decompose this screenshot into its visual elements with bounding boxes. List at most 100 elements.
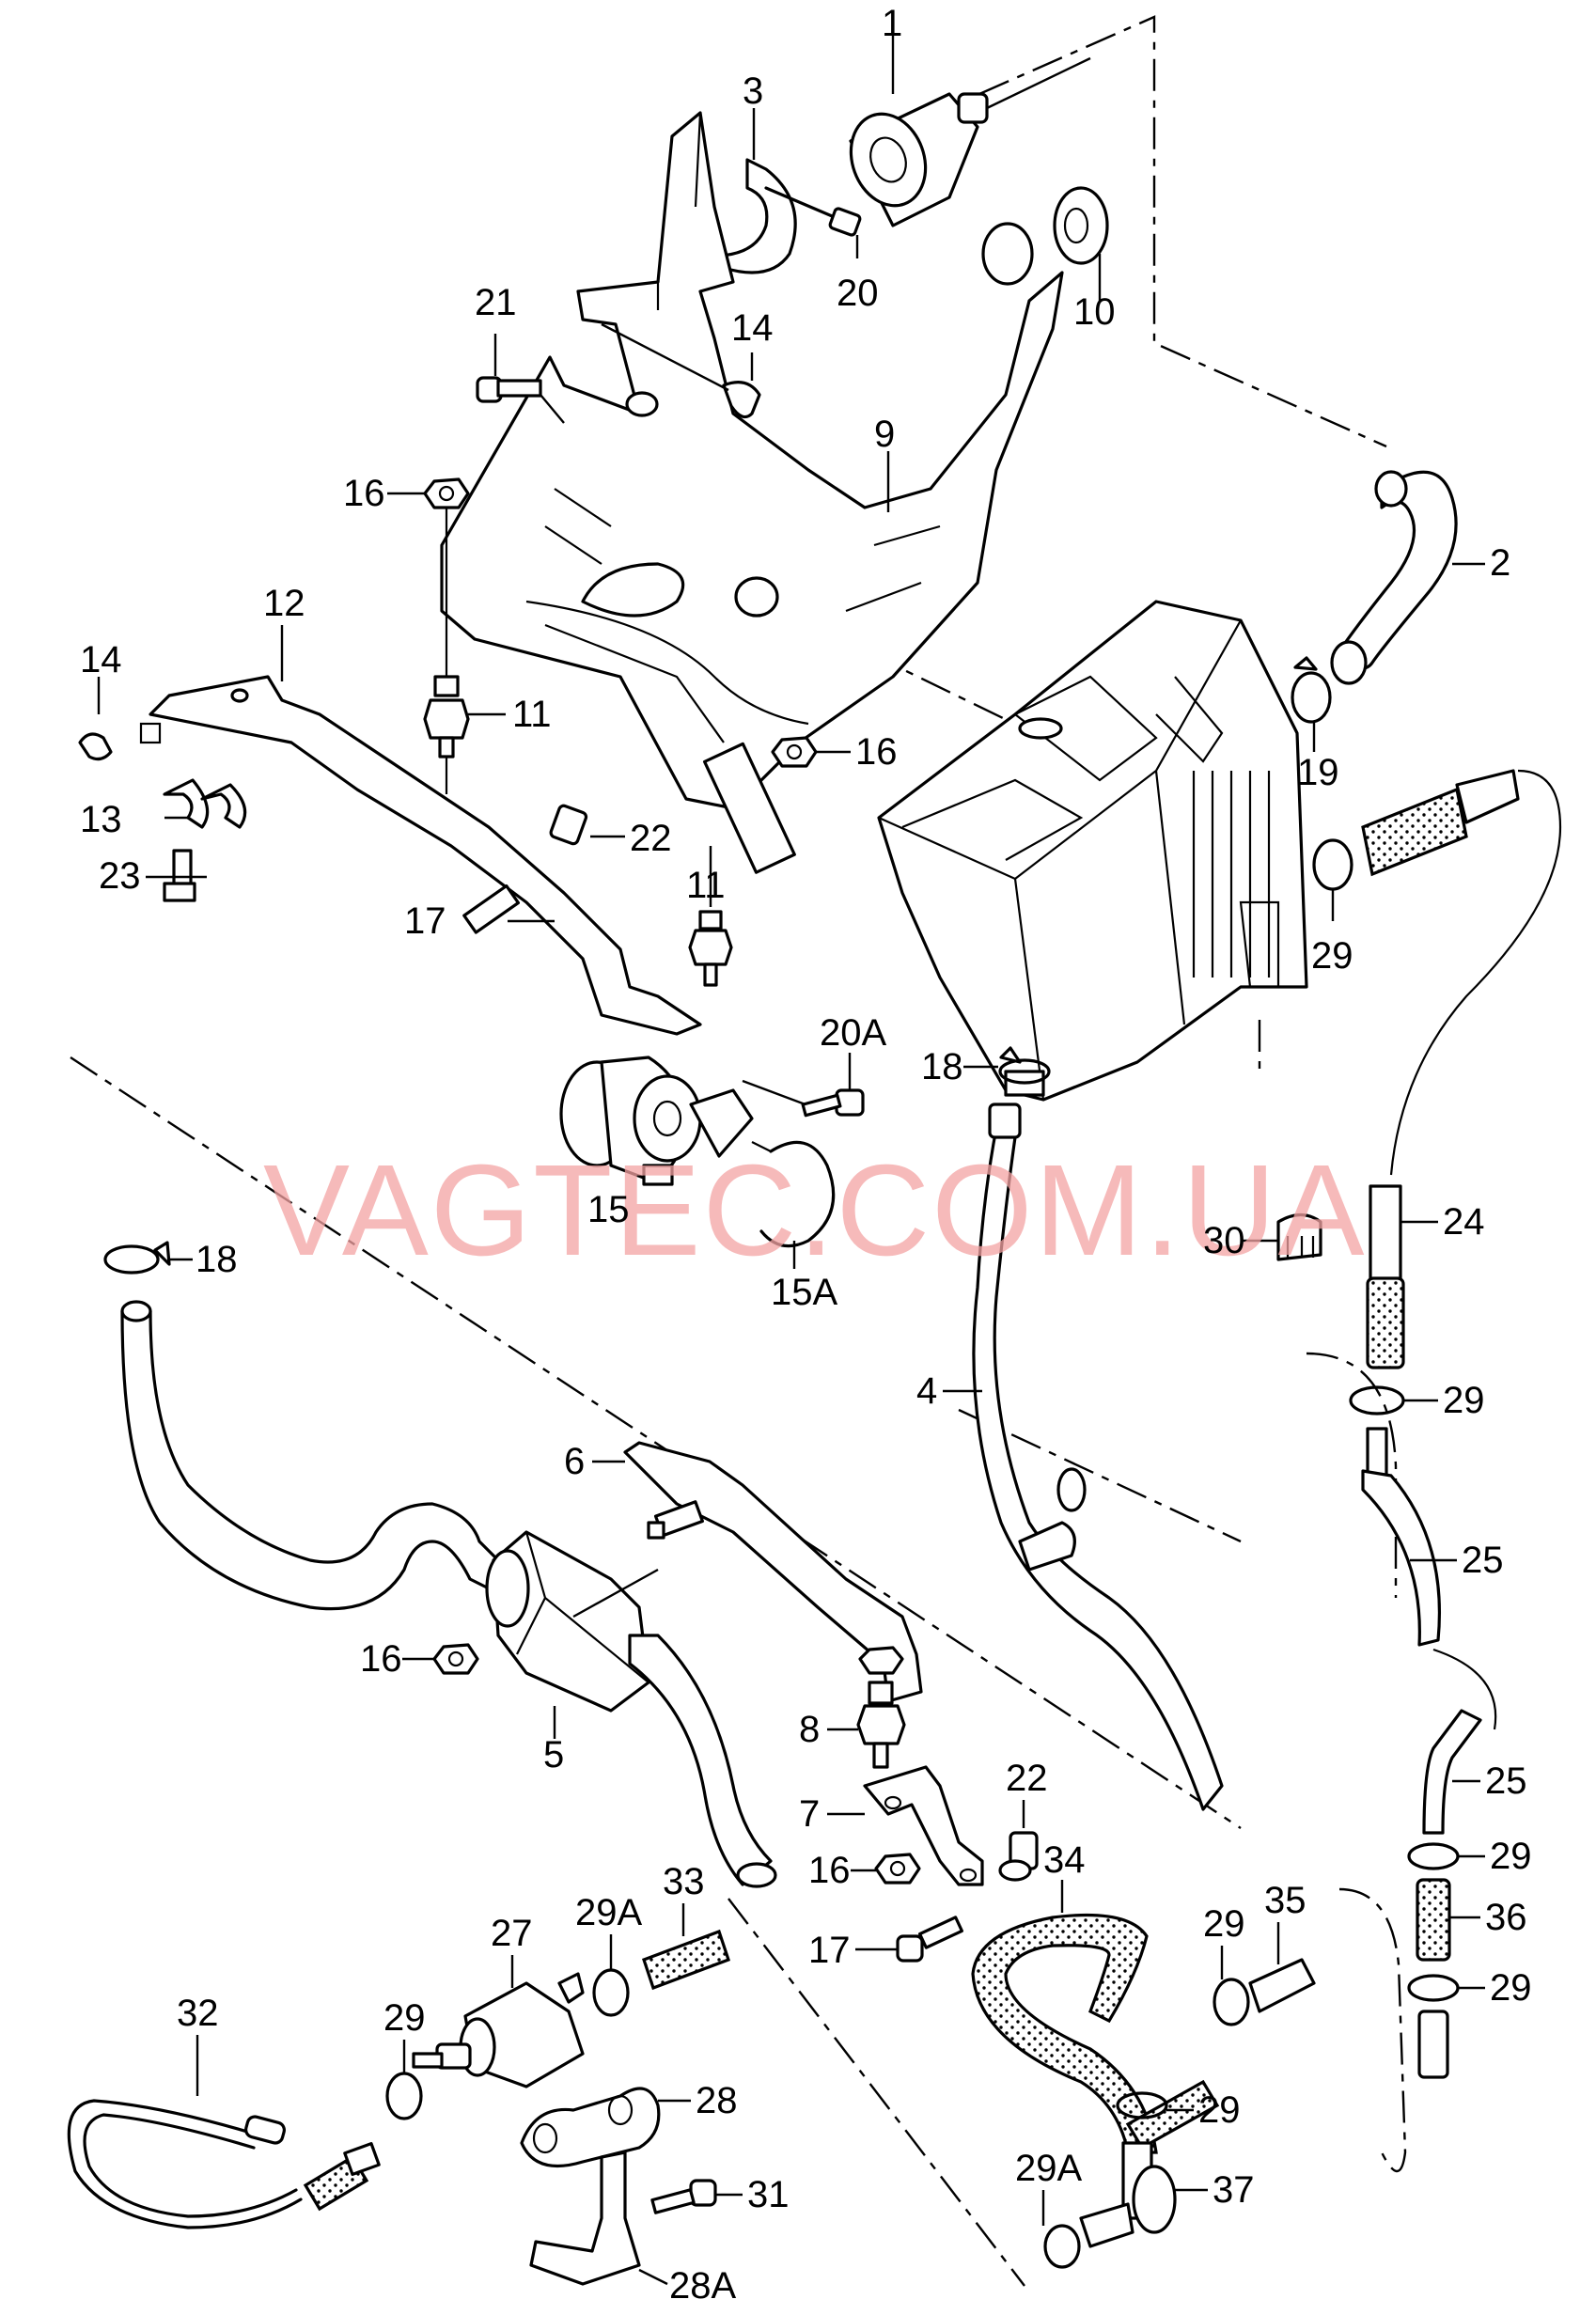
callout-29-c: 29	[1203, 1903, 1245, 1945]
callout-25-lower: 25	[1485, 1760, 1527, 1802]
callout-33: 33	[663, 1861, 705, 1902]
screw-31	[650, 2179, 743, 2214]
part-4-hose	[943, 1103, 1224, 1811]
part-7-bracket	[827, 1765, 984, 1886]
clamp-29-a	[1349, 1385, 1438, 1416]
callout-20a: 20A	[820, 1012, 886, 1054]
callout-29-a: 29	[1443, 1380, 1485, 1421]
part-9-bracket	[440, 111, 1064, 874]
callout-22-upper: 22	[630, 818, 672, 859]
part-15-pump	[559, 1056, 754, 1186]
callout-29-d: 29	[1490, 1967, 1532, 2009]
callout-8: 8	[799, 1709, 820, 1750]
callout-20: 20	[837, 273, 879, 314]
callout-27: 27	[491, 1913, 533, 1954]
callout-7: 7	[799, 1793, 820, 1835]
fasteners-left	[78, 677, 625, 934]
clamp-18-left	[103, 1241, 193, 1275]
callout-1: 1	[882, 3, 902, 44]
part-2-hose	[1330, 470, 1485, 685]
left-hose	[120, 1300, 500, 1611]
callout-15: 15	[587, 1189, 630, 1230]
callout-6: 6	[564, 1441, 585, 1482]
callout-36: 36	[1485, 1897, 1527, 1938]
nut-16-mid	[771, 736, 851, 768]
callout-15a: 15A	[771, 1272, 837, 1313]
callout-28a: 28A	[669, 2265, 736, 2307]
callout-29-left: 29	[383, 1997, 426, 2039]
clamp-29a-upper	[592, 1934, 630, 2017]
part-32-cable	[67, 2035, 381, 2229]
clip-14-upper	[601, 322, 761, 419]
callout-29-b: 29	[1490, 1836, 1532, 1877]
clamp-19	[1291, 656, 1332, 752]
callout-13: 13	[80, 799, 122, 840]
callout-18-left: 18	[196, 1239, 238, 1280]
callout-16-lower-left: 16	[360, 1638, 402, 1680]
lower-right-fittings	[1407, 1842, 1485, 2079]
screw-20a	[801, 1053, 865, 1118]
callout-35: 35	[1264, 1880, 1307, 1921]
upper-right-hose	[1312, 769, 1562, 1176]
part-37-fitting	[1079, 2141, 1208, 2248]
callout-31: 31	[747, 2174, 790, 2215]
callout-19: 19	[1297, 752, 1339, 793]
part-28-bracket	[520, 2087, 691, 2168]
bolt-21	[476, 334, 565, 424]
callout-5: 5	[543, 1734, 564, 1775]
callout-18-right: 18	[921, 1046, 963, 1087]
nut-16-lower	[851, 1853, 921, 1885]
callout-2: 2	[1490, 542, 1510, 584]
callout-14-upper: 14	[731, 307, 774, 349]
part-24-pipe	[1366, 1184, 1438, 1369]
bolt-17-lower	[855, 1916, 964, 1963]
part-12-bracket	[139, 625, 702, 1036]
callout-23: 23	[99, 855, 141, 897]
clamp-29-left	[385, 2040, 423, 2120]
part-22-lower	[998, 1800, 1039, 1882]
part-30-connector	[1241, 1212, 1322, 1261]
callout-4: 4	[916, 1370, 937, 1412]
callout-9: 9	[874, 414, 895, 455]
clamp-29-bottom	[1116, 2091, 1194, 2119]
part-35-pipe	[1248, 1922, 1316, 2013]
bolt-8	[827, 1646, 906, 1769]
nut-16-lower-left	[402, 1643, 479, 1675]
part-3-clip	[717, 108, 862, 274]
callout-34: 34	[1043, 1839, 1086, 1881]
part-1-canister	[849, 36, 1091, 227]
clamp-29-mid	[1213, 1946, 1250, 2026]
callout-17-upper: 17	[404, 900, 446, 942]
callout-24: 24	[1443, 1201, 1485, 1243]
part-25-hose	[1361, 1427, 1497, 1835]
callout-37: 37	[1213, 2169, 1255, 2211]
callout-11-upper: 11	[512, 694, 552, 735]
watermark-text: VAGTEC.COM.UA	[263, 1138, 1367, 1283]
callout-29-e: 29	[1198, 2089, 1241, 2131]
bolt-11-upper	[423, 675, 506, 794]
part-34-hose	[971, 1880, 1220, 2154]
callout-21: 21	[475, 282, 517, 323]
callout-17-lower: 17	[808, 1930, 851, 1971]
callout-3: 3	[743, 70, 763, 112]
part-6-bracket	[592, 1441, 923, 1703]
callout-16-mid: 16	[855, 731, 898, 773]
callout-16-lower: 16	[808, 1850, 851, 1891]
callout-29a-upper: 29A	[575, 1892, 642, 1933]
callout-labels: 1 3 20 10 21 14 9 2 16 12 14 11 19 16 13…	[80, 3, 1532, 2307]
callout-29-upper: 29	[1311, 935, 1353, 977]
reservoir-tank	[877, 600, 1308, 1102]
callout-14-left: 14	[80, 639, 122, 680]
part-33-pipe	[641, 1903, 731, 1991]
bolt-11-lower	[688, 846, 733, 987]
callout-28: 28	[696, 2080, 738, 2121]
callout-30: 30	[1203, 1220, 1245, 1261]
callout-22-lower: 22	[1006, 1758, 1048, 1799]
part-27-pump	[412, 1955, 585, 2088]
clamp-18-right	[963, 1046, 1051, 1085]
callout-11-lower: 11	[686, 865, 726, 906]
nut-16-upper	[387, 477, 470, 686]
clamp-29a-bottom	[1041, 2190, 1081, 2269]
callout-10: 10	[1073, 291, 1116, 333]
part-5-valve	[485, 1530, 777, 1888]
